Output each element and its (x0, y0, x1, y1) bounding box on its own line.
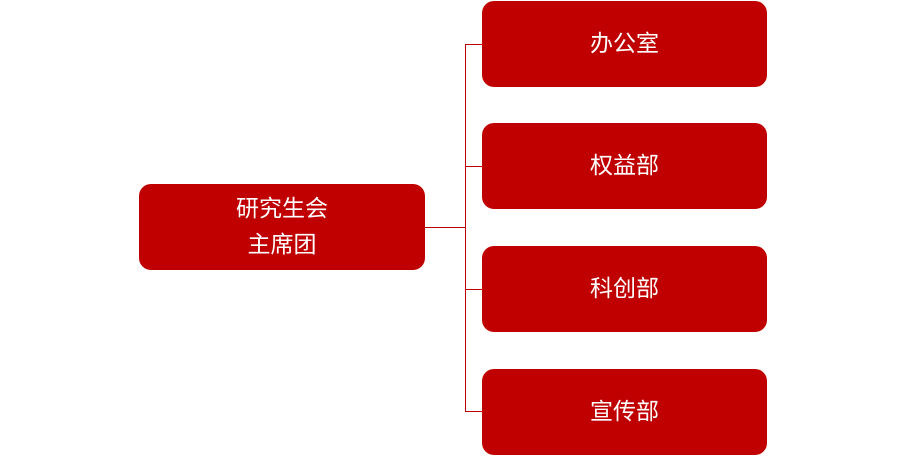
connector-to-child-1 (465, 44, 482, 45)
connector-to-child-3 (465, 289, 482, 290)
child-node-publicity: 宣传部 (482, 369, 767, 455)
connector-root-horizontal (425, 227, 465, 228)
child-node-label: 宣传部 (590, 399, 659, 425)
connector-vertical-trunk (465, 44, 466, 412)
root-node: 研究生会 主席团 (139, 184, 425, 270)
child-node-innovation: 科创部 (482, 246, 767, 332)
child-node-office: 办公室 (482, 1, 767, 87)
child-node-label: 科创部 (590, 276, 659, 302)
child-node-label: 办公室 (590, 31, 659, 57)
root-node-line-1: 研究生会 (236, 196, 328, 222)
child-node-rights: 权益部 (482, 123, 767, 209)
root-node-line-2: 主席团 (247, 232, 317, 258)
connector-to-child-2 (465, 166, 482, 167)
connector-to-child-4 (465, 411, 482, 412)
child-node-label: 权益部 (590, 153, 659, 179)
